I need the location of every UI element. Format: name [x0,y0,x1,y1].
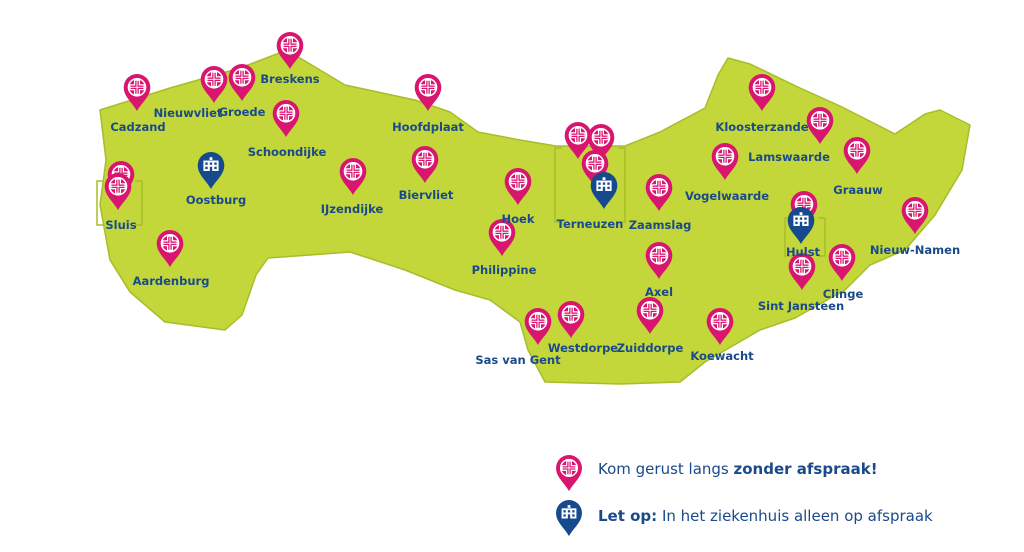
place-label-breskens: Breskens [260,72,319,86]
land-area [99,51,971,385]
place-label-sas-van-gent: Sas van Gent [475,353,561,367]
cluster-bracket-terneuzen-right [618,147,626,223]
place-label-lamswaarde: Lamswaarde [748,150,830,164]
place-label-nieuwvliet: Nieuwvliet [154,106,223,120]
cluster-bracket-hulst-right [818,217,826,257]
place-label-schoondijke: Schoondijke [248,145,327,159]
place-label-koewacht: Koewacht [690,349,754,363]
place-label-axel: Axel [645,285,673,299]
legend-blue-hospital-pin-icon [556,500,582,537]
place-label-hoek: Hoek [502,212,535,226]
place-label-nieuw-namen: Nieuw-Namen [870,243,960,257]
place-label-sluis: Sluis [105,218,136,232]
place-label-kloosterzande: Kloosterzande [715,120,808,134]
cluster-bracket-terneuzen-left [554,147,562,223]
place-label-cadzand: Cadzand [110,120,165,134]
cluster-bracket-sluis-right [135,180,143,226]
place-label-clinge: Clinge [823,287,864,301]
legend-walk-in-text: Kom gerust langs zonder afspraak! [598,460,878,478]
place-label-philippine: Philippine [472,263,537,277]
place-label-westdorpe: Westdorpe [548,341,618,355]
place-label-biervliet: Biervliet [399,188,454,202]
place-label-vogelwaarde: Vogelwaarde [685,189,769,203]
place-label-graauw: Graauw [833,183,883,197]
place-label-ijzendijke: IJzendijke [321,202,384,216]
place-label-sint-jansteen: Sint Jansteen [758,299,844,313]
place-label-zuiddorpe: Zuiddorpe [617,341,684,355]
place-label-aardenburg: Aardenburg [133,274,210,288]
place-label-hoofdplaat: Hoofdplaat [392,120,464,134]
place-label-terneuzen: Terneuzen [557,217,624,231]
cluster-bracket-sluis-left [96,180,104,226]
place-label-groede: Groede [219,105,266,119]
place-label-hulst: Hulst [786,245,821,259]
place-label-zaamslag: Zaamslag [629,218,692,232]
place-label-oostburg: Oostburg [186,193,246,207]
legend-hospital-text: Let op: In het ziekenhuis alleen op afsp… [598,507,933,525]
legend: Kom gerust langs zonder afspraak! Let op… [555,455,933,537]
legend-pink-pin-icon [555,455,583,492]
